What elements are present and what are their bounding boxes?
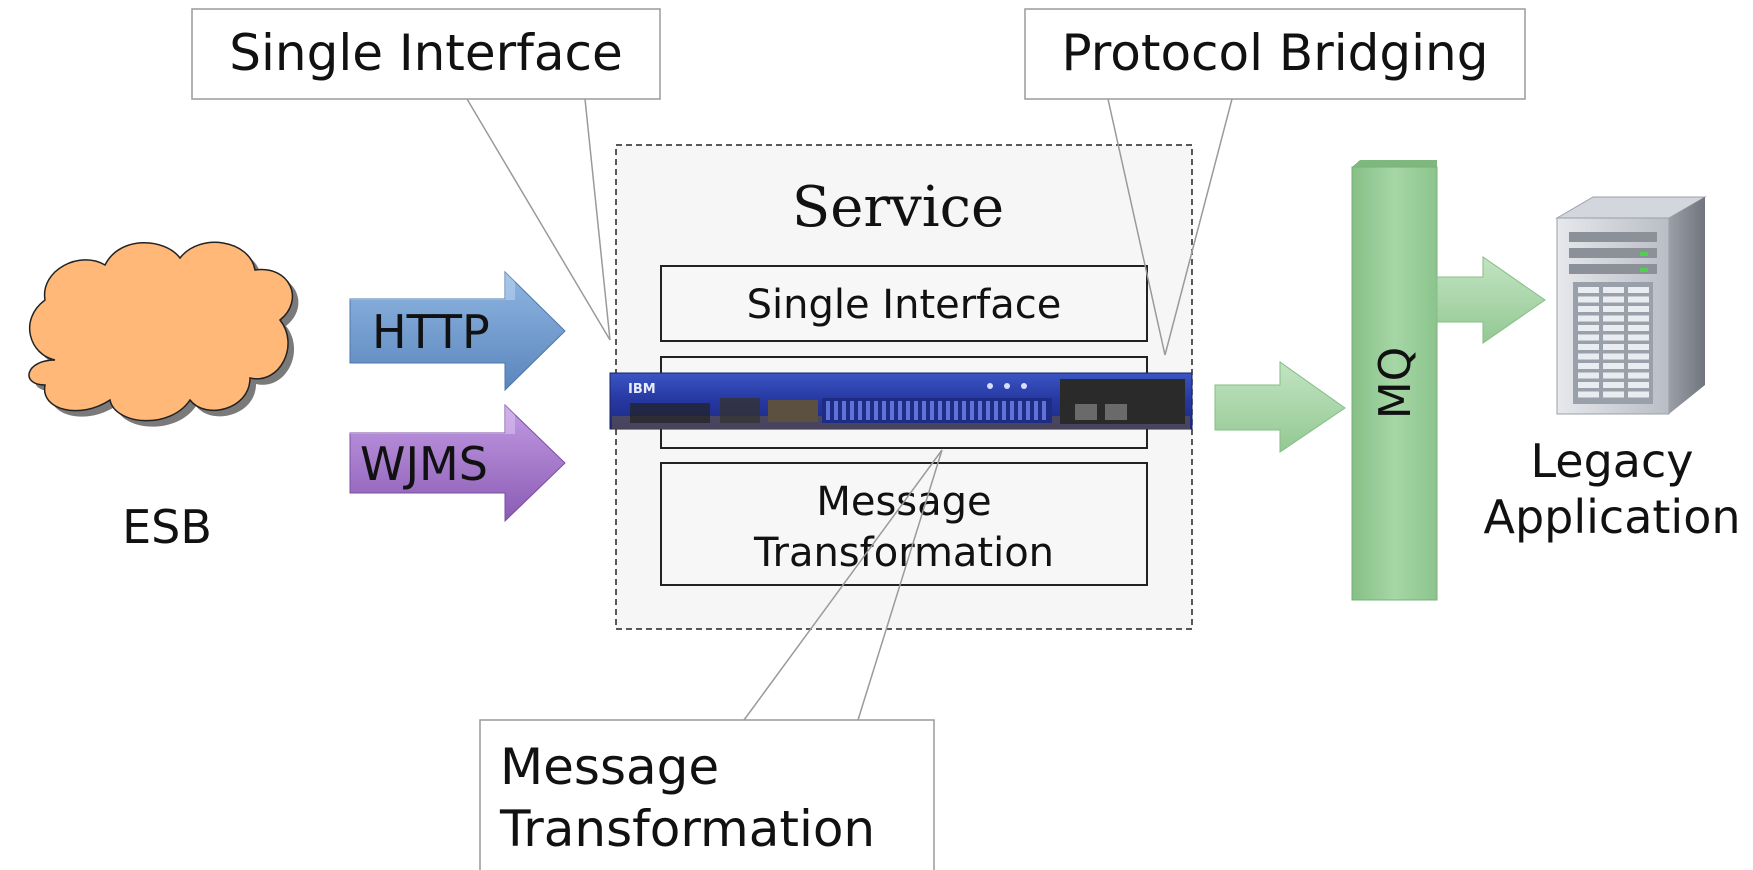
callout-single-interface-label: Single Interface — [229, 24, 622, 82]
service-box-message-line2: Transformation — [753, 530, 1054, 576]
drive-bay — [1603, 363, 1624, 369]
vent-slot — [890, 401, 894, 420]
vent-slot — [906, 401, 910, 420]
drive-bay — [1628, 391, 1649, 398]
vent-slot — [1026, 401, 1030, 420]
drive-bay — [1578, 325, 1599, 331]
vent-slot — [946, 401, 950, 420]
drive-bay — [1628, 325, 1649, 331]
drive-bay — [1603, 325, 1624, 331]
vent-slot — [898, 401, 902, 420]
drive-bay — [1603, 306, 1624, 312]
callout-protocol-bridging: Protocol Bridging — [1024, 8, 1526, 356]
vent-slot — [850, 401, 854, 420]
drive-bay — [1628, 334, 1649, 341]
vent-slot — [962, 401, 966, 420]
drive-bay — [1578, 296, 1599, 303]
drive-bay — [1603, 296, 1624, 303]
vent-slot — [994, 401, 998, 420]
drive-bay — [1578, 287, 1599, 293]
vent-slot — [986, 401, 990, 420]
vent-slot — [914, 401, 918, 420]
drive-bay — [1578, 353, 1599, 360]
drive-bay — [1578, 306, 1599, 312]
drive-bay — [1578, 382, 1599, 388]
callout-message-transformation: Message Transformation — [479, 449, 943, 870]
appliance-brand: IBM — [628, 382, 656, 397]
arrow-to-legacy — [1436, 256, 1546, 344]
vent-slot — [1042, 401, 1046, 420]
drive-bay — [1628, 363, 1649, 369]
drive-bay — [1578, 363, 1599, 369]
service-box-single-interface — [660, 265, 1148, 342]
legacy-server-icon: Legacy Application — [1483, 196, 1741, 544]
legacy-label-line1: Legacy — [1530, 434, 1693, 488]
vent-slot — [1002, 401, 1006, 420]
callout-protocol-bridging-label: Protocol Bridging — [1062, 24, 1489, 82]
http-arrow: HTTP — [349, 270, 566, 392]
drive-bay — [1578, 344, 1599, 350]
drive-bay — [1628, 353, 1649, 360]
vent-slot — [922, 401, 926, 420]
drive-bay — [1578, 315, 1599, 322]
vent-slot — [834, 401, 838, 420]
vent-slot — [938, 401, 942, 420]
vent-slot — [1018, 401, 1022, 420]
vent-slot — [858, 401, 862, 420]
drive-bay — [1603, 372, 1624, 379]
vent-slot — [1010, 401, 1014, 420]
drive-bay — [1578, 391, 1599, 398]
esb-cloud: ESB — [28, 241, 299, 554]
mq-bar: MQ — [1351, 160, 1438, 601]
callout-message-line2: Transformation — [499, 800, 875, 858]
drive-bay — [1578, 334, 1599, 341]
drive-bay — [1628, 344, 1649, 350]
vent-slot — [842, 401, 846, 420]
drive-bay — [1628, 372, 1649, 379]
drive-bay — [1578, 372, 1599, 379]
vent-slot — [970, 401, 974, 420]
wjms-label: WJMS — [360, 437, 488, 491]
vent-slot — [954, 401, 958, 420]
appliance-vent — [822, 398, 1052, 423]
callout-single-interface: Single Interface — [191, 8, 661, 341]
mq-label: MQ — [1370, 347, 1421, 420]
drive-bay — [1603, 353, 1624, 360]
drive-bay — [1628, 287, 1649, 293]
arrow-to-mq — [1214, 361, 1346, 453]
vent-slot — [978, 401, 982, 420]
datapower-appliance: IBM — [609, 372, 1193, 430]
http-label: HTTP — [372, 305, 490, 359]
drive-bay — [1603, 344, 1624, 350]
drive-bay — [1628, 306, 1649, 312]
drive-bay — [1628, 382, 1649, 388]
legacy-label-line2: Application — [1483, 490, 1740, 544]
drive-bay — [1603, 287, 1624, 293]
service-box-message-transformation — [660, 462, 1148, 586]
drive-bay — [1628, 296, 1649, 303]
vent-slot — [930, 401, 934, 420]
drive-bay — [1603, 391, 1624, 398]
service-title: Service — [792, 175, 1004, 240]
vent-slot — [866, 401, 870, 420]
vent-slot — [1034, 401, 1038, 420]
callout-message-line1: Message — [500, 738, 719, 796]
esb-label: ESB — [122, 500, 212, 554]
drive-bay — [1603, 334, 1624, 341]
drive-bay — [1603, 382, 1624, 388]
wjms-arrow: WJMS — [349, 403, 566, 523]
drive-bay — [1628, 315, 1649, 322]
vent-slot — [882, 401, 886, 420]
service-box-single-interface-label: Single Interface — [747, 282, 1062, 328]
vent-slot — [874, 401, 878, 420]
vent-slot — [826, 401, 830, 420]
drive-bay — [1603, 315, 1624, 322]
